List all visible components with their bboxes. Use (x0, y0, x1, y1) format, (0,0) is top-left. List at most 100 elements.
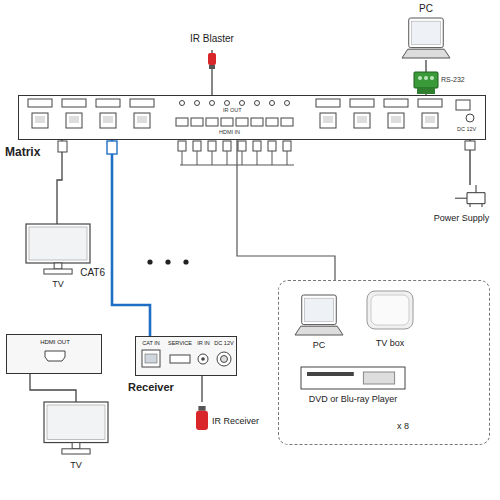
hdmi-port (130, 99, 154, 107)
tv-screen (44, 402, 108, 443)
hdmi-input-port (251, 118, 263, 126)
cable (201, 376, 202, 402)
ir-jack (270, 101, 275, 106)
rj45-port-inner (357, 116, 367, 123)
hdmi-cable (197, 151, 198, 165)
source-group: x 8 PC TV boxDVD or Blu-ray Player (278, 280, 490, 445)
player-display (363, 372, 394, 384)
dc-jack (466, 114, 474, 122)
node-label: TV box (359, 338, 421, 348)
hdmi-plug (268, 141, 276, 151)
rj45-port-inner (391, 116, 401, 123)
hdmi-cable (257, 151, 258, 165)
terminal-screw (418, 76, 422, 80)
tv-neck (54, 263, 62, 269)
pc-source: PC (289, 295, 349, 355)
rj45-port (100, 113, 116, 128)
cable (237, 140, 335, 280)
tv-foot (62, 449, 90, 454)
ir-in-jack (198, 354, 208, 364)
ir-receiver-head (196, 411, 208, 430)
hdmi-cable (272, 151, 273, 165)
power-switch (456, 100, 470, 110)
ellipsis-dot (165, 259, 170, 264)
hdmi-out-port (45, 351, 65, 361)
pc-control: PC (388, 2, 464, 60)
power-supply: Power Supply (425, 185, 498, 230)
panel-label: RS-232 (441, 76, 465, 84)
tv-panel (47, 405, 105, 440)
rj45-port (66, 113, 82, 128)
rj45-jack-inner (145, 354, 157, 363)
cable (30, 374, 76, 402)
rj45-port (388, 113, 404, 128)
laptop-base (295, 326, 343, 335)
cable (57, 140, 62, 224)
ir-jack (225, 101, 230, 106)
node-label: x 8 (397, 421, 427, 431)
hdmi-cable (182, 151, 183, 165)
power-plug (465, 141, 475, 150)
matrix-chassis: Matrix (18, 95, 486, 140)
hdmi-port (316, 99, 340, 107)
hdmi-input-port (281, 118, 293, 126)
laptop-base (402, 49, 450, 58)
rj45-port (320, 113, 336, 128)
hdmi-input-port (176, 118, 188, 126)
node-label: Receiver (128, 381, 208, 394)
ir-in-hole (201, 357, 205, 361)
power-plug-pins (455, 198, 482, 207)
player-body (301, 367, 405, 389)
rj45-port-inner (323, 116, 333, 123)
dc-jack-inner (221, 356, 228, 363)
ellipsis-dot (183, 259, 188, 264)
node-label: TV (40, 460, 112, 470)
ir-jack (240, 101, 245, 106)
ir-jack (255, 101, 260, 106)
tv-foot (44, 269, 72, 274)
node-label: TV (22, 279, 94, 289)
port-label: SERVICE (165, 340, 195, 346)
terminal-screw (424, 76, 428, 80)
hdmi-plug (208, 141, 216, 151)
hdmi-port (62, 99, 86, 107)
player-source: DVD or Blu-ray Player (293, 367, 413, 409)
hdmi-port (28, 99, 52, 107)
hdmi-cable (242, 151, 243, 165)
tv-display: TV (22, 224, 94, 294)
hdmi-input-port (236, 118, 248, 126)
hdmi-port (384, 99, 408, 107)
hdmi-port (418, 99, 442, 107)
node-label: IR Blaster (172, 33, 252, 45)
rj45-port-inner (137, 116, 147, 123)
ir-blaster-head (208, 53, 216, 65)
node-icon (425, 185, 498, 230)
tv-box-source: TV box (359, 289, 421, 353)
rj45-port-inner (35, 116, 45, 123)
input-bus (180, 164, 294, 165)
panel-label: DC 12V (457, 126, 476, 132)
rj45-port-inner (69, 116, 79, 123)
ir-jack (195, 101, 200, 106)
rj45-port-inner (425, 116, 435, 123)
hdmi-port (350, 99, 374, 107)
rj45-jack (142, 350, 160, 367)
hdmi-plug (238, 141, 246, 151)
laptop-display (305, 298, 334, 321)
hdmi-plug (223, 141, 231, 151)
node-label: Power Supply (425, 213, 498, 223)
cable-label: CAT6 (78, 267, 107, 278)
port-label: DC 12V (213, 340, 235, 346)
hdmi-plug (178, 141, 186, 151)
hdmi-plug (193, 141, 201, 151)
power-cable (476, 185, 477, 193)
hdmi-cable (212, 151, 213, 165)
terminal-block (414, 72, 438, 88)
panel-label: IR OUT (223, 107, 242, 113)
hdmi-plug (253, 141, 261, 151)
hdmi-input-port (221, 118, 233, 126)
rj45-port-inner (103, 116, 113, 123)
